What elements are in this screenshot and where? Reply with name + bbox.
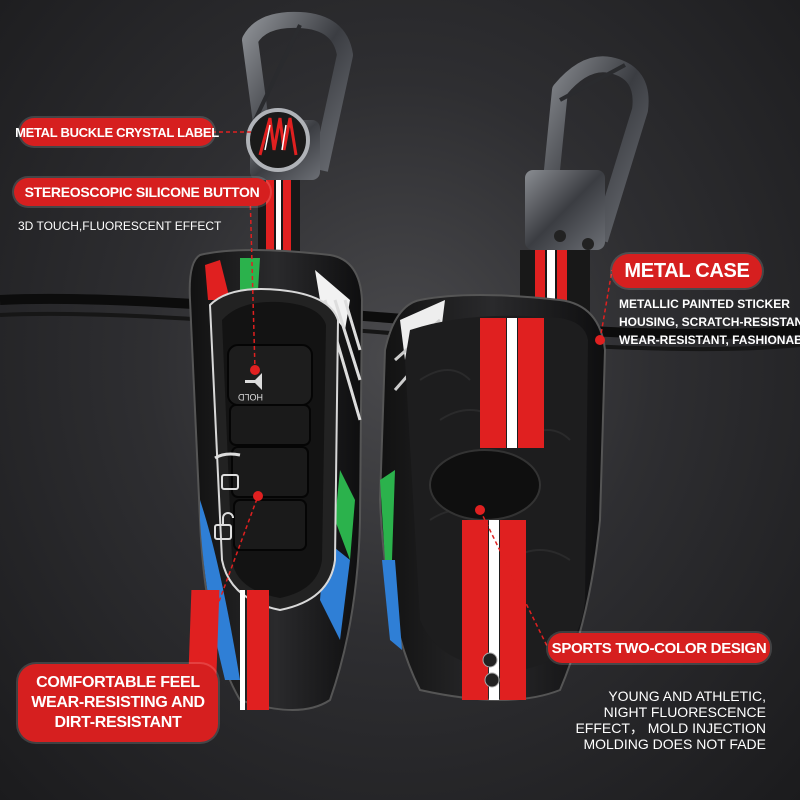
sports-design-label: SPORTS TWO-COLOR DESIGN	[548, 633, 770, 663]
unlock-button	[231, 446, 309, 498]
comfortable-line-2: WEAR-RESISTING AND	[31, 694, 205, 711]
metal-buckle-label: METAL BUCKLE CRYSTAL LABEL	[15, 118, 219, 146]
metal-case-desc-3: WEAR-RESISTANT, FASHIONABLE.	[619, 333, 800, 347]
crystal-label	[246, 108, 310, 172]
sports-desc-1: YOUNG AND ATHLETIC,	[608, 688, 766, 704]
comfortable-line-3: DIRT-RESISTANT	[54, 714, 182, 731]
comfortable-line-1: COMFORTABLE FEEL	[36, 674, 200, 691]
right-key-case	[378, 56, 649, 701]
silicone-button-label: STEREOSCOPIC SILICONE BUTTON	[14, 178, 270, 206]
left-key-case: HOLD	[187, 11, 364, 711]
sports-desc-2: NIGHT FLUORESCENCE	[603, 704, 766, 721]
hold-text: HOLD	[237, 392, 263, 402]
metal-case-label: METAL CASE	[612, 254, 762, 288]
callout-dots	[250, 335, 605, 515]
logo-cutout	[429, 449, 541, 521]
lock-button	[233, 499, 307, 551]
metal-case-desc-1: METALLIC PAINTED STICKER	[619, 297, 790, 311]
metal-case-desc-2: HOUSING, SCRATCH-RESISTANT,	[619, 315, 800, 329]
comfortable-label: COMFORTABLE FEEL WEAR-RESISTING AND DIRT…	[18, 664, 218, 742]
sports-desc-4: MOLDING DOES NOT FADE	[583, 736, 766, 753]
sports-desc: YOUNG AND ATHLETIC, NIGHT FLUORESCENCE E…	[540, 688, 766, 752]
touch-note: 3D TOUCH,FLUORESCENT EFFECT	[18, 219, 222, 233]
sports-desc-3: EFFECT， MOLD INJECTION	[575, 720, 766, 737]
